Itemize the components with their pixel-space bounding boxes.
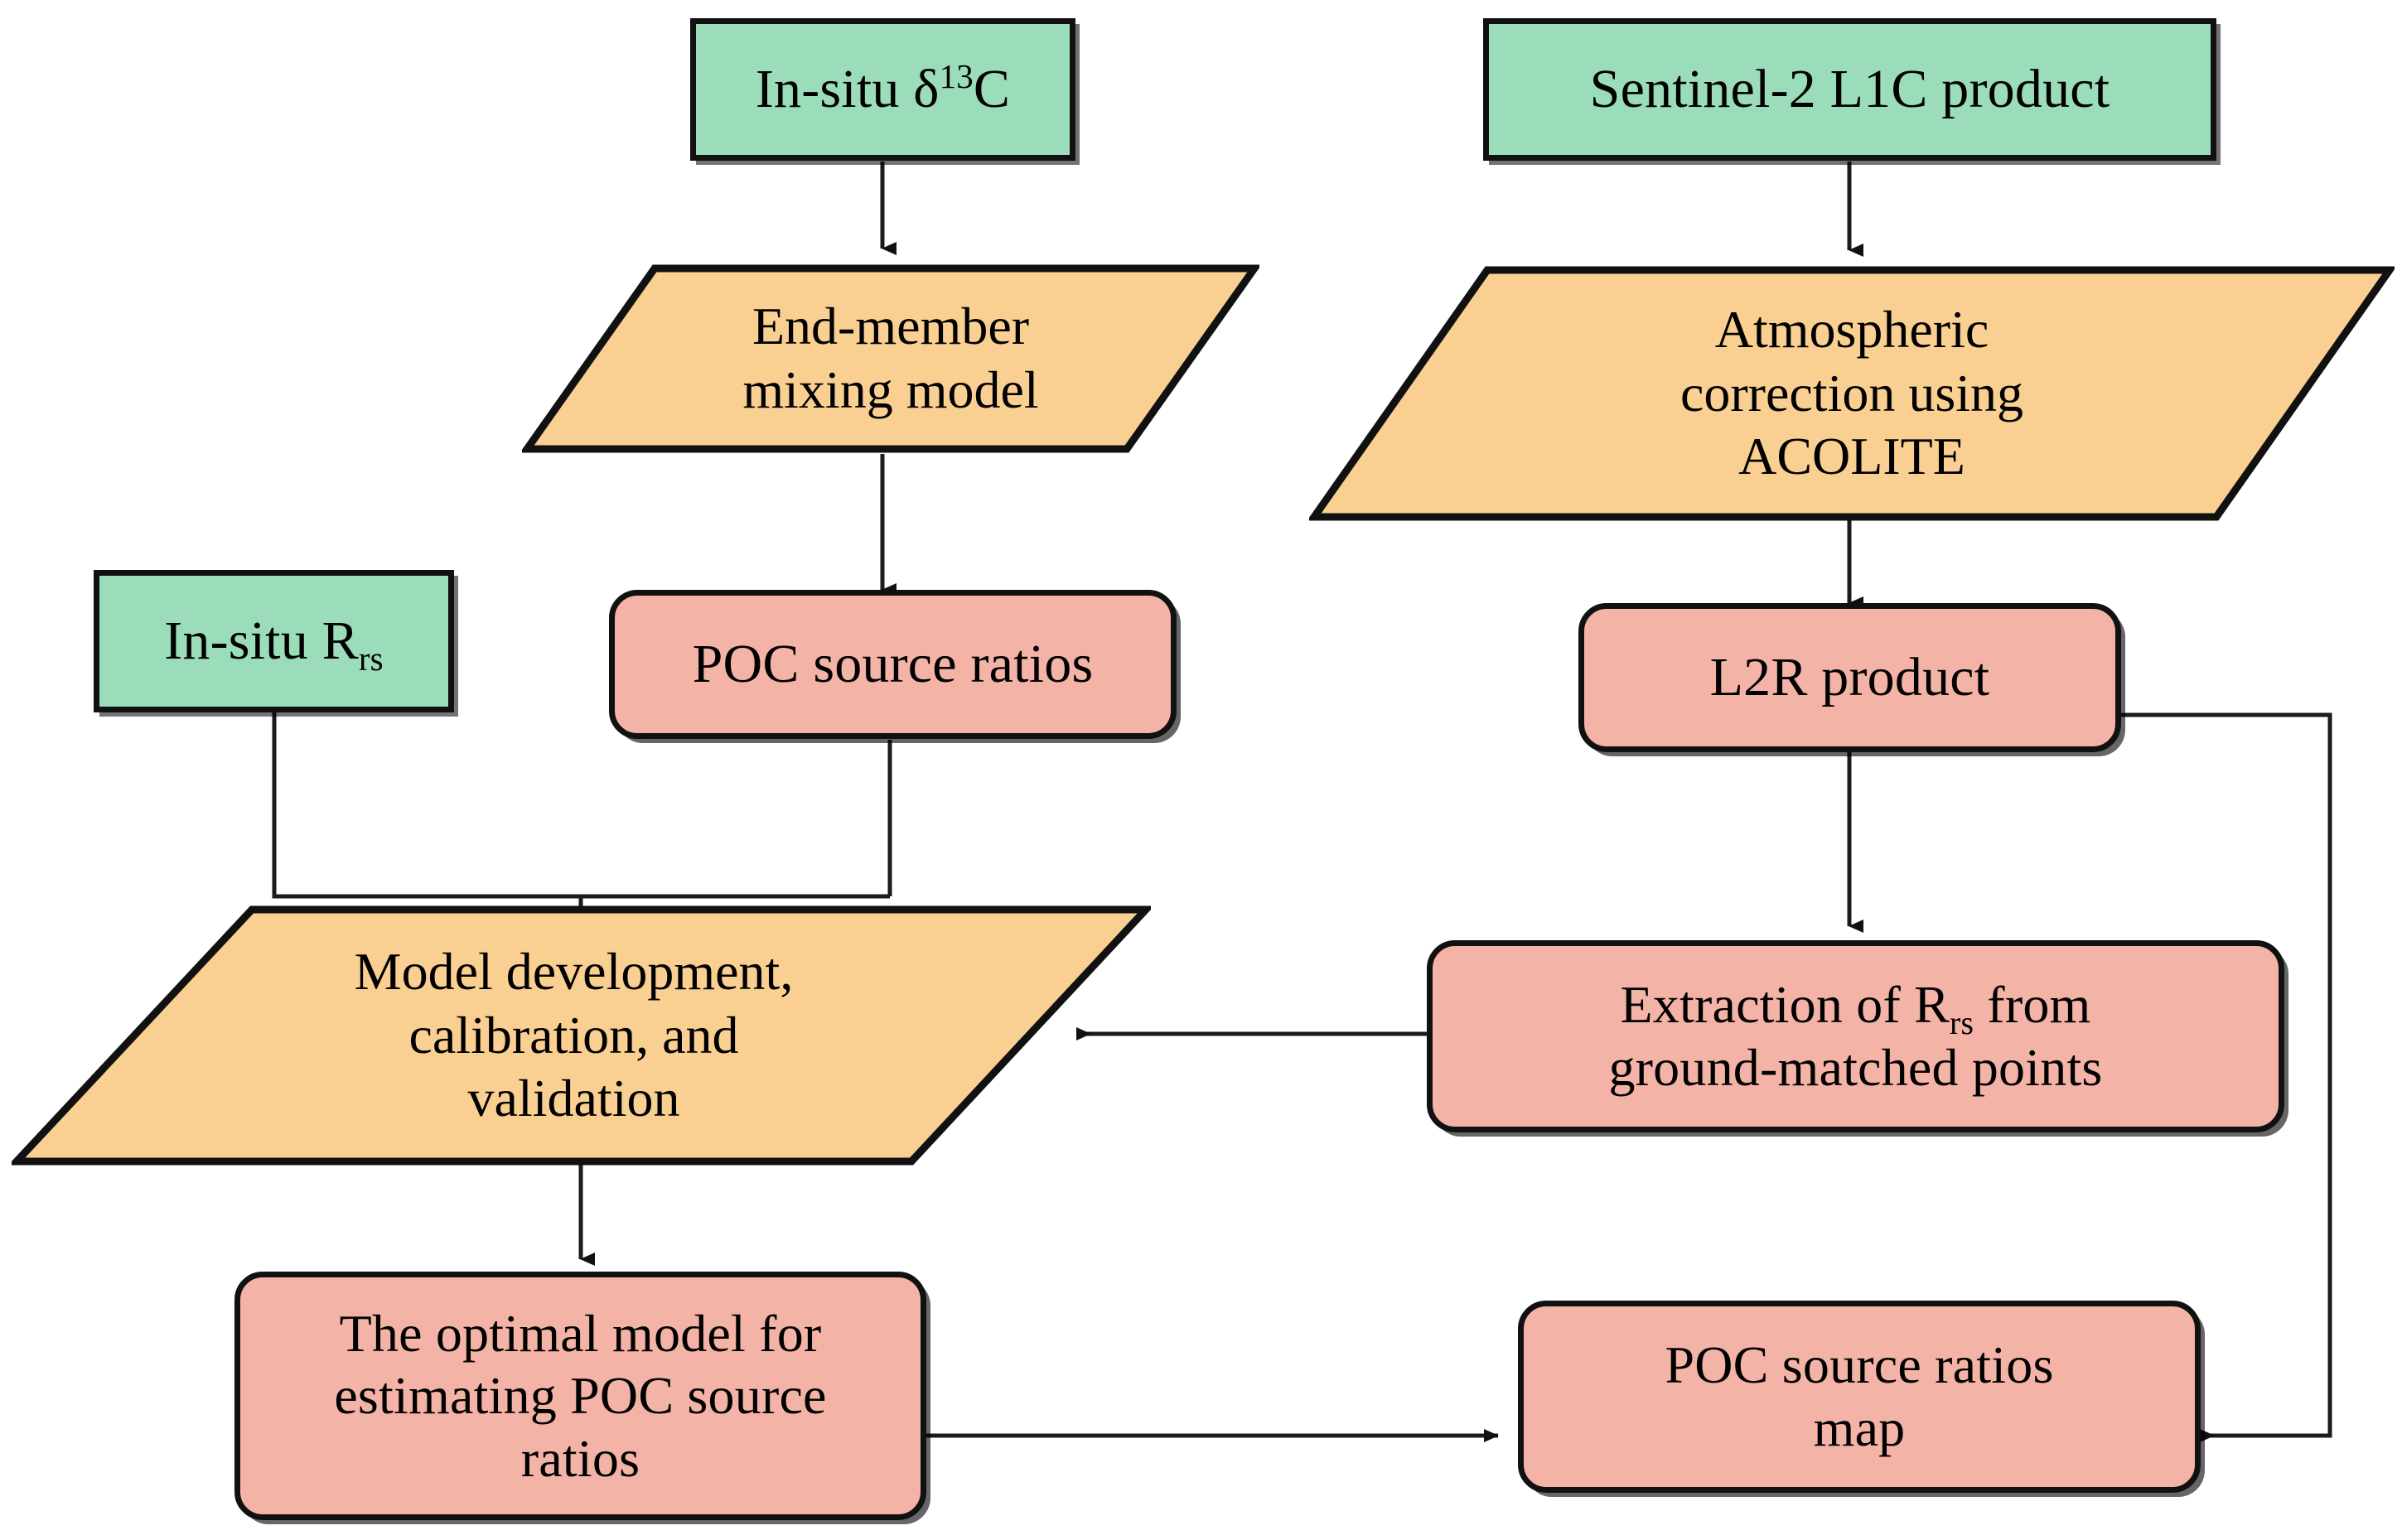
- node-l2r-product[interactable]: L2R product: [1578, 603, 2121, 752]
- node-label-end-member: End-member mixing model: [742, 297, 1039, 419]
- node-label-atmospheric-correction: Atmospheric correction using ACOLITE: [1679, 299, 2024, 486]
- node-label-in-situ-rrs: In-situ Rrs: [164, 611, 384, 678]
- node-label-optimal-model: The optimal model for estimating POC sou…: [334, 1303, 827, 1488]
- node-atmospheric-correction-acolite[interactable]: Atmospheric correction using ACOLITE: [1309, 265, 2395, 522]
- edge-rrs-elbow: [272, 712, 890, 899]
- node-optimal-model[interactable]: The optimal model for estimating POC sou…: [234, 1272, 926, 1520]
- node-label-l2r-product: L2R product: [1709, 647, 1990, 708]
- node-poc-source-ratios-map[interactable]: POC source ratios map: [1518, 1301, 2201, 1493]
- node-label-in-situ-d13c: In-situ δ13C: [755, 58, 1011, 120]
- node-label-sentinel-2: Sentinel-2 L1C product: [1589, 59, 2110, 120]
- node-sentinel-2-l1c-product[interactable]: Sentinel-2 L1C product: [1483, 18, 2216, 161]
- node-label-poc-source-ratios-map: POC source ratios map: [1665, 1335, 2054, 1457]
- node-model-development-calibration-validation[interactable]: Model development, calibration, and vali…: [12, 905, 1151, 1166]
- node-label-model-development: Model development, calibration, and vali…: [354, 941, 794, 1128]
- node-in-situ-d13c[interactable]: In-situ δ13C: [690, 18, 1075, 161]
- node-end-member-mixing-model[interactable]: End-member mixing model: [522, 263, 1259, 454]
- node-in-situ-rrs[interactable]: In-situ Rrs: [94, 570, 454, 712]
- node-label-poc-source-ratios: POC source ratios: [692, 634, 1094, 695]
- node-poc-source-ratios[interactable]: POC source ratios: [609, 590, 1177, 739]
